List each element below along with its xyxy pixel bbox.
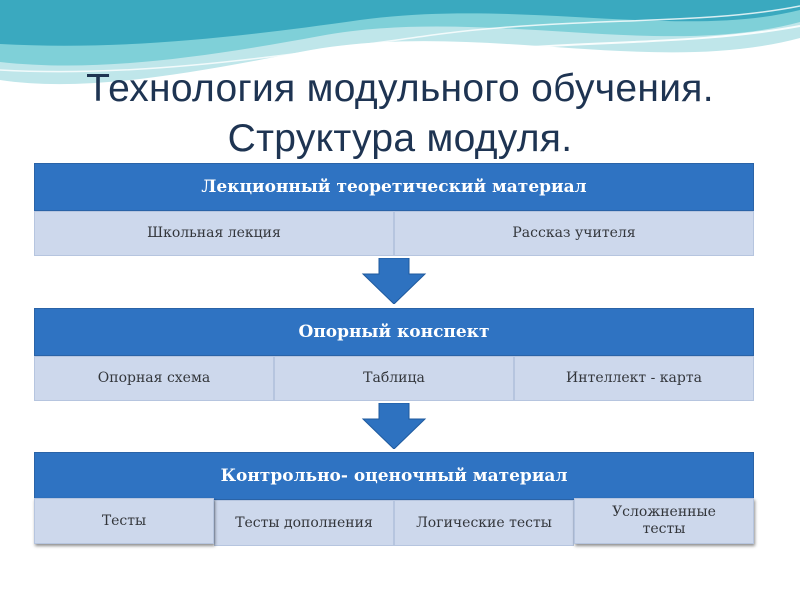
cell-reference-scheme: Опорная схема — [34, 356, 274, 401]
down-arrow-icon — [361, 258, 427, 304]
cell-logic-tests: Логические тесты — [394, 500, 574, 546]
block-header-reference-notes: Опорный конспект — [34, 308, 754, 356]
cell-tests: Тесты — [34, 498, 214, 544]
cell-completion-tests: Тесты дополнения — [214, 500, 394, 546]
cell-teacher-story: Рассказ учителя — [394, 211, 754, 256]
reference-notes-block: Опорный конспект Опорная схема Таблица И… — [34, 308, 754, 402]
title-line-1: Технология модульного обучения. — [86, 67, 714, 110]
title-line-2: Структура модуля. — [227, 117, 573, 160]
block-header-lecture-material: Лекционный теоретический материал — [34, 163, 754, 211]
lecture-material-block: Лекционный теоретический материал Школьн… — [34, 163, 754, 257]
down-arrow-icon — [361, 403, 427, 449]
cell-school-lecture: Школьная лекция — [34, 211, 394, 256]
block-header-assessment-material: Контрольно- оценочный материал — [34, 452, 754, 500]
cell-table: Таблица — [274, 356, 514, 401]
cell-mind-map: Интеллект - карта — [514, 356, 754, 401]
cell-advanced-tests: Усложненные тесты — [574, 498, 754, 544]
assessment-material-block: Контрольно- оценочный материал Тесты Тес… — [34, 452, 754, 548]
background-wave-decoration — [0, 0, 800, 96]
slide-title: Технология модульного обучения. Структур… — [0, 64, 800, 164]
